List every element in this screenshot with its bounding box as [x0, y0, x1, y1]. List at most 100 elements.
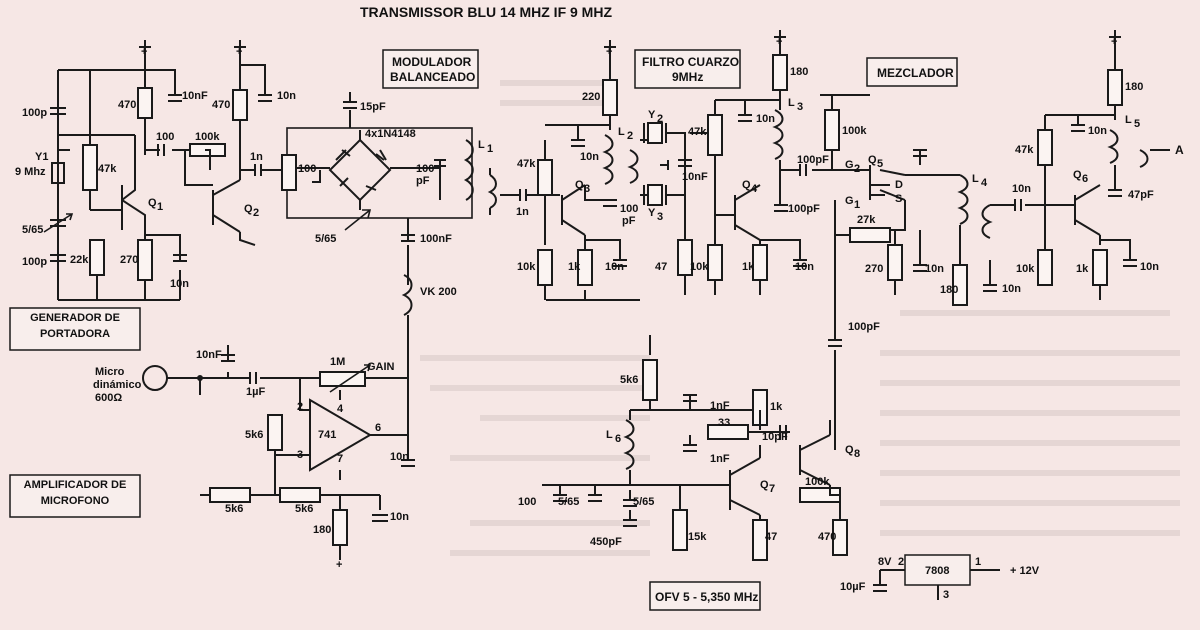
r-5k6-d: 5k6 [620, 374, 638, 386]
r-470-a: 470 [118, 99, 136, 111]
q3-label: Q [575, 179, 584, 191]
vfo-box [649, 581, 761, 611]
c-10uf: 10µF [840, 581, 866, 593]
reg-pin-2: 2 [898, 556, 904, 568]
c-100pf-b-unit: pF [622, 215, 636, 227]
opamp-741: 741 [318, 429, 336, 441]
l3-label: L [788, 97, 795, 109]
q5-label: Q [868, 154, 877, 166]
modulator-label-2: BALANCEADO [390, 70, 475, 84]
r-47k-a: 47k [98, 163, 117, 175]
crystal-filter [643, 122, 715, 295]
q3-stage [487, 40, 660, 301]
gain-label: GAIN [367, 361, 395, 373]
vfo-label: OFV 5 - 5,350 MHz [655, 590, 758, 604]
c-100pf-d: 100pF [788, 203, 820, 215]
c-10n-d: 10n [605, 261, 624, 273]
r-220: 220 [582, 91, 600, 103]
l3-sub: 3 [797, 101, 803, 113]
trimmer-d: 5/65 [633, 496, 654, 508]
reg-pin-1: 1 [975, 556, 981, 568]
trimmer-a: 5/65 [22, 224, 43, 236]
c-100: 100 [156, 131, 174, 143]
r-1k-b: 1k [742, 261, 755, 273]
c-100nf-a: 100nF [420, 233, 452, 245]
mixer-stage [820, 94, 1040, 450]
y2-label: Y [648, 109, 656, 121]
crystal-y1-freq: 9 Mhz [15, 166, 46, 178]
l6-sub: 6 [615, 433, 621, 445]
q1-sub: 1 [157, 201, 163, 213]
vcc-label: + [141, 46, 147, 58]
pin-2: 2 [297, 401, 303, 413]
mic-label-2: dinámico [93, 379, 142, 391]
l4-label: L [972, 173, 979, 185]
c-100p-a: 100p [22, 107, 47, 119]
vcc-label: + [236, 46, 242, 58]
l6-label: L [606, 429, 613, 441]
balanced-modulator [281, 92, 474, 450]
r-100: 100 [298, 163, 316, 175]
v8-label: 8V [878, 556, 892, 568]
r-270-a: 270 [120, 254, 138, 266]
l4-sub: 4 [981, 177, 988, 189]
diodes-label: 4x1N4148 [365, 128, 416, 140]
g1-label: G [845, 195, 854, 207]
vcc-label: + [606, 46, 612, 58]
q6-label: Q [1073, 169, 1082, 181]
vcc-label: + [1111, 36, 1117, 48]
diagram-title: TRANSMISSOR BLU 14 MHZ IF 9 MHZ [360, 4, 612, 20]
c-47pf: 47pF [1128, 189, 1154, 201]
c-10n-e: 10n [756, 113, 775, 125]
c-10nf-b: 10nF [682, 171, 708, 183]
c-10n-g: 10n [925, 263, 944, 275]
q6-sub: 6 [1082, 173, 1088, 185]
r-47k-d: 47k [1015, 144, 1034, 156]
y2-sub: 2 [657, 113, 663, 125]
r-100k-a: 100k [195, 131, 220, 143]
l5-sub: 5 [1134, 118, 1140, 130]
mic-label-1: Micro [95, 366, 125, 378]
g2-sub: 2 [854, 163, 860, 175]
mixer-box [866, 57, 958, 87]
r-10k-c: 10k [1016, 263, 1035, 275]
supply-12v: + 12V [1010, 565, 1040, 577]
c-100pf-e: 100pF [848, 321, 880, 333]
crystal-filter-label-1: FILTRO CUARZO [642, 55, 739, 69]
pin-3: 3 [297, 449, 303, 461]
c-450pf: 450pF [590, 536, 622, 548]
q2-label: Q [244, 203, 253, 215]
r-47k-c: 47k [688, 126, 707, 138]
r-180-a: 180 [790, 66, 808, 78]
q5-sub: 5 [877, 158, 883, 170]
crystal-filter-label-2: 9MHz [672, 70, 703, 84]
c-10n-a: 10n [170, 278, 189, 290]
pin-4: 4 [337, 403, 344, 415]
r-180-d: 180 [313, 524, 331, 536]
c-10n-c: 10n [580, 151, 599, 163]
r-1k-d: 1k [770, 401, 783, 413]
r-47-a: 47 [655, 261, 667, 273]
c-1nf-b: 1nF [710, 453, 730, 465]
y3-sub: 3 [657, 211, 663, 223]
c-10n-k: 10n [1140, 261, 1159, 273]
c-100pf-c: 100pF [797, 154, 829, 166]
pin-7: 7 [337, 453, 343, 465]
y3-label: Y [648, 207, 656, 219]
g2-label: G [845, 159, 854, 171]
r-270-b: 270 [865, 263, 883, 275]
mic-amplifier [142, 345, 415, 560]
c-1n-b: 1n [516, 206, 529, 218]
r-100k-b: 100k [842, 125, 867, 137]
source-label: S [895, 193, 902, 205]
c-1nf-a: 1nF [710, 400, 730, 412]
r-15k: 15k [688, 531, 707, 543]
crystal-filter-box [634, 49, 741, 89]
q7-sub: 7 [769, 483, 775, 495]
carrier-gen-label-wrap: GENERADOR DE PORTADORA [30, 312, 120, 340]
q2-sub: 2 [253, 207, 259, 219]
q4-sub: 4 [751, 183, 758, 195]
r-27k: 27k [857, 214, 876, 226]
background-texture [420, 80, 1180, 556]
mic-amp-label: AMPLIFICADOR DE MICROFONO [23, 479, 127, 507]
